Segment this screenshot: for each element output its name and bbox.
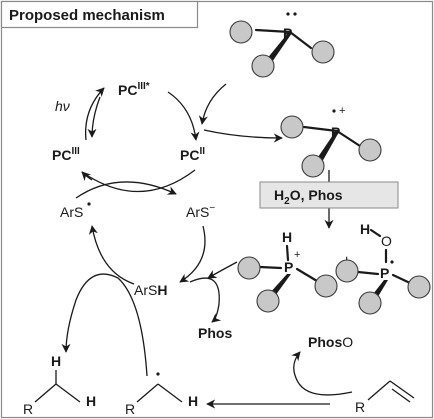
svg-text:P: P xyxy=(380,265,389,281)
svg-text:R: R xyxy=(355,399,365,415)
phosphine-radical-cation: P + xyxy=(280,105,382,178)
svg-text:H: H xyxy=(188,393,198,409)
svg-text:H: H xyxy=(282,229,292,245)
ars-anion: ArS− xyxy=(186,203,215,220)
arsh: ArSH xyxy=(134,282,167,298)
radical-intermediate: R H xyxy=(125,372,198,417)
svg-text:P: P xyxy=(284,259,293,275)
hat-arrow xyxy=(88,225,135,285)
reduction-arc xyxy=(75,181,177,199)
svg-text:P: P xyxy=(283,25,292,41)
phosphoranyl-radical: H O P xyxy=(335,221,431,315)
pc-iii: PCIII xyxy=(52,146,80,163)
title: Proposed mechanism xyxy=(9,7,165,24)
set-arrow xyxy=(198,83,227,125)
phosphonium-cation: H P + xyxy=(237,229,338,313)
svg-text:+: + xyxy=(339,105,345,117)
phos-oxide: PhosO xyxy=(308,334,353,350)
quench-arc xyxy=(167,91,200,141)
svg-text:R: R xyxy=(23,401,33,417)
ars-radical: ArS xyxy=(60,204,83,220)
pc-excited: PCIII* xyxy=(118,81,150,98)
svg-text:H: H xyxy=(86,393,96,409)
phos-byproduct: Phos xyxy=(198,325,232,341)
turnover-arrow-head xyxy=(81,171,93,182)
set-branch-arrow xyxy=(203,129,283,143)
radical-dot xyxy=(87,202,91,206)
title-box xyxy=(0,0,199,29)
phos-oxide-curl xyxy=(291,351,353,396)
pc-ii: PCII xyxy=(180,146,205,163)
protonation-arc xyxy=(179,225,206,283)
hv-label: hν xyxy=(55,98,70,114)
svg-text:O: O xyxy=(381,233,392,249)
excitation-arrow xyxy=(84,87,105,141)
reagent-box xyxy=(259,181,399,209)
relaxation-arrow xyxy=(87,96,101,138)
phos-release-arrow xyxy=(189,277,222,323)
reagent-label: H2O, Phos xyxy=(274,187,343,207)
svg-text:R: R xyxy=(125,401,135,417)
svg-text:H: H xyxy=(360,221,370,237)
svg-text:H: H xyxy=(51,353,61,369)
hat-curl-arrow xyxy=(61,273,148,377)
svg-text:+: + xyxy=(294,249,300,261)
incoming-arrow xyxy=(207,261,238,279)
turnover-arc xyxy=(81,169,196,193)
alkene-substrate: R xyxy=(355,380,415,415)
product-molecule: R H H xyxy=(23,353,96,417)
phosphine-molecule: P xyxy=(229,12,335,78)
svg-text:P: P xyxy=(331,124,340,140)
